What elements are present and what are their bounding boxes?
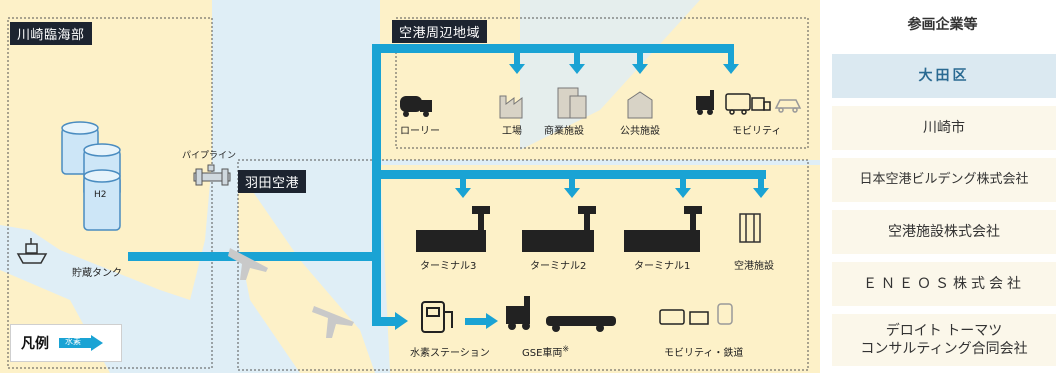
- train-icon: [717, 303, 733, 325]
- company-name: 川崎市: [923, 120, 965, 136]
- public-building-icon: [627, 91, 653, 119]
- legend: 凡例 水素: [10, 324, 122, 362]
- company-name: 大田区: [918, 68, 970, 84]
- lorry-label: ローリー: [400, 126, 440, 137]
- flow-trunk: [372, 44, 381, 324]
- ship-icon: [16, 238, 48, 264]
- company-name-line-2: コンサルティング合同会社: [860, 341, 1028, 357]
- terminal-2-icon: [522, 206, 596, 252]
- flow-gse-arrow-shaft: [465, 318, 487, 325]
- h2-label: H2: [94, 190, 107, 200]
- panel-title: 参画企業等: [907, 17, 978, 33]
- truck-icon: [751, 97, 771, 111]
- company-name: ＥＮＥＯＳ株式会社: [863, 276, 1025, 292]
- commercial-building-icon: [557, 87, 587, 119]
- airport-area-zone-border: [395, 17, 809, 149]
- forklift-icon: [696, 90, 714, 115]
- legend-arrow-text: 水素: [65, 337, 81, 346]
- mid-drop-arrows: [455, 178, 769, 198]
- terminal-2-label: ターミナル2: [530, 261, 587, 272]
- car-icon: [774, 99, 802, 113]
- flow-top-branch: [372, 44, 734, 53]
- airplane-icon-2: [312, 306, 354, 338]
- pipeline-label: パイプライン: [182, 151, 237, 161]
- airport-facility-label: 空港施設: [734, 261, 774, 272]
- zone-label-haneda: 羽田空港: [238, 170, 307, 193]
- factory-icon: [499, 95, 523, 119]
- top-drop-arrows: [509, 52, 739, 74]
- company-item-airport-facilities: 空港施設株式会社: [832, 210, 1056, 254]
- company-item-kawasaki: 川崎市: [832, 106, 1056, 150]
- gse-label-text: GSE車両: [522, 348, 563, 359]
- flow-station-branch: [372, 317, 396, 326]
- terminal-1-icon: [624, 206, 702, 252]
- pipeline-icon: [193, 164, 231, 186]
- company-name-line-1: デロイト トーマツ: [885, 323, 1003, 339]
- company-item-japan-airport-terminal: 日本空港ビルデング株式会社: [832, 158, 1056, 202]
- company-item-ota-ku: 大田区: [832, 54, 1056, 98]
- mobility-label: モビリティ: [732, 126, 782, 137]
- airport-facility-icon: [739, 213, 761, 243]
- flow-station-arrow: [395, 312, 408, 330]
- hydrogen-flow: [128, 44, 769, 330]
- gse-note-mark: ※: [562, 344, 570, 354]
- hydrogen-station-icon: [421, 301, 453, 333]
- factory-label: 工場: [502, 126, 522, 137]
- legend-label: 凡例: [21, 336, 49, 352]
- company-item-deloitte: デロイト トーマツ コンサルティング合同会社: [832, 314, 1056, 366]
- map-canvas: [0, 0, 820, 373]
- company-item-eneos: ＥＮＥＯＳ株式会社: [832, 262, 1056, 306]
- participants-panel: 参画企業等 大田区 川崎市 日本空港ビルデング株式会社 空港施設株式会社 ＥＮＥ…: [826, 0, 1059, 373]
- truck-icon-bottom: [689, 311, 709, 325]
- company-name: 日本空港ビルデング株式会社: [859, 172, 1029, 187]
- flow-mid-branch: [372, 170, 766, 179]
- gse-forklift-icon: [506, 296, 530, 330]
- terminal-3-icon: [416, 206, 490, 252]
- zone-label-airport-area: 空港周辺地域: [392, 20, 488, 43]
- lorry-icon: [400, 96, 432, 117]
- storage-tank-label: 貯蔵タンク: [72, 268, 122, 279]
- flow-main-pipe: [128, 252, 378, 261]
- kawasaki-zone-border: [7, 17, 213, 369]
- storage-tank-icon: [61, 121, 121, 231]
- commercial-label: 商業施設: [544, 126, 584, 137]
- hydrogen-station-label: 水素ステーション: [410, 348, 490, 359]
- hydrogen-supply-map: 川崎臨海部 空港周辺地域 羽田空港 H2 貯蔵タンク パイプライン ローリー 工…: [0, 0, 820, 373]
- mobility-rail-label: モビリティ・鉄道: [664, 348, 744, 359]
- gse-label: GSE車両※: [522, 344, 569, 359]
- company-name: 空港施設株式会社: [888, 224, 1000, 240]
- legend-arrow-icon: [59, 335, 103, 351]
- zone-label-kawasaki: 川崎臨海部: [10, 22, 92, 45]
- public-label: 公共施設: [620, 126, 660, 137]
- bus-icon: [725, 93, 751, 115]
- gse-tug-icon: [546, 316, 616, 332]
- airplane-icon: [228, 248, 268, 280]
- haneda-zone-border: [237, 159, 809, 371]
- terminal-1-label: ターミナル1: [634, 261, 691, 272]
- terminal-3-label: ターミナル3: [420, 261, 477, 272]
- flow-gse-arrow-head: [486, 313, 498, 329]
- bus-icon-bottom: [659, 309, 685, 325]
